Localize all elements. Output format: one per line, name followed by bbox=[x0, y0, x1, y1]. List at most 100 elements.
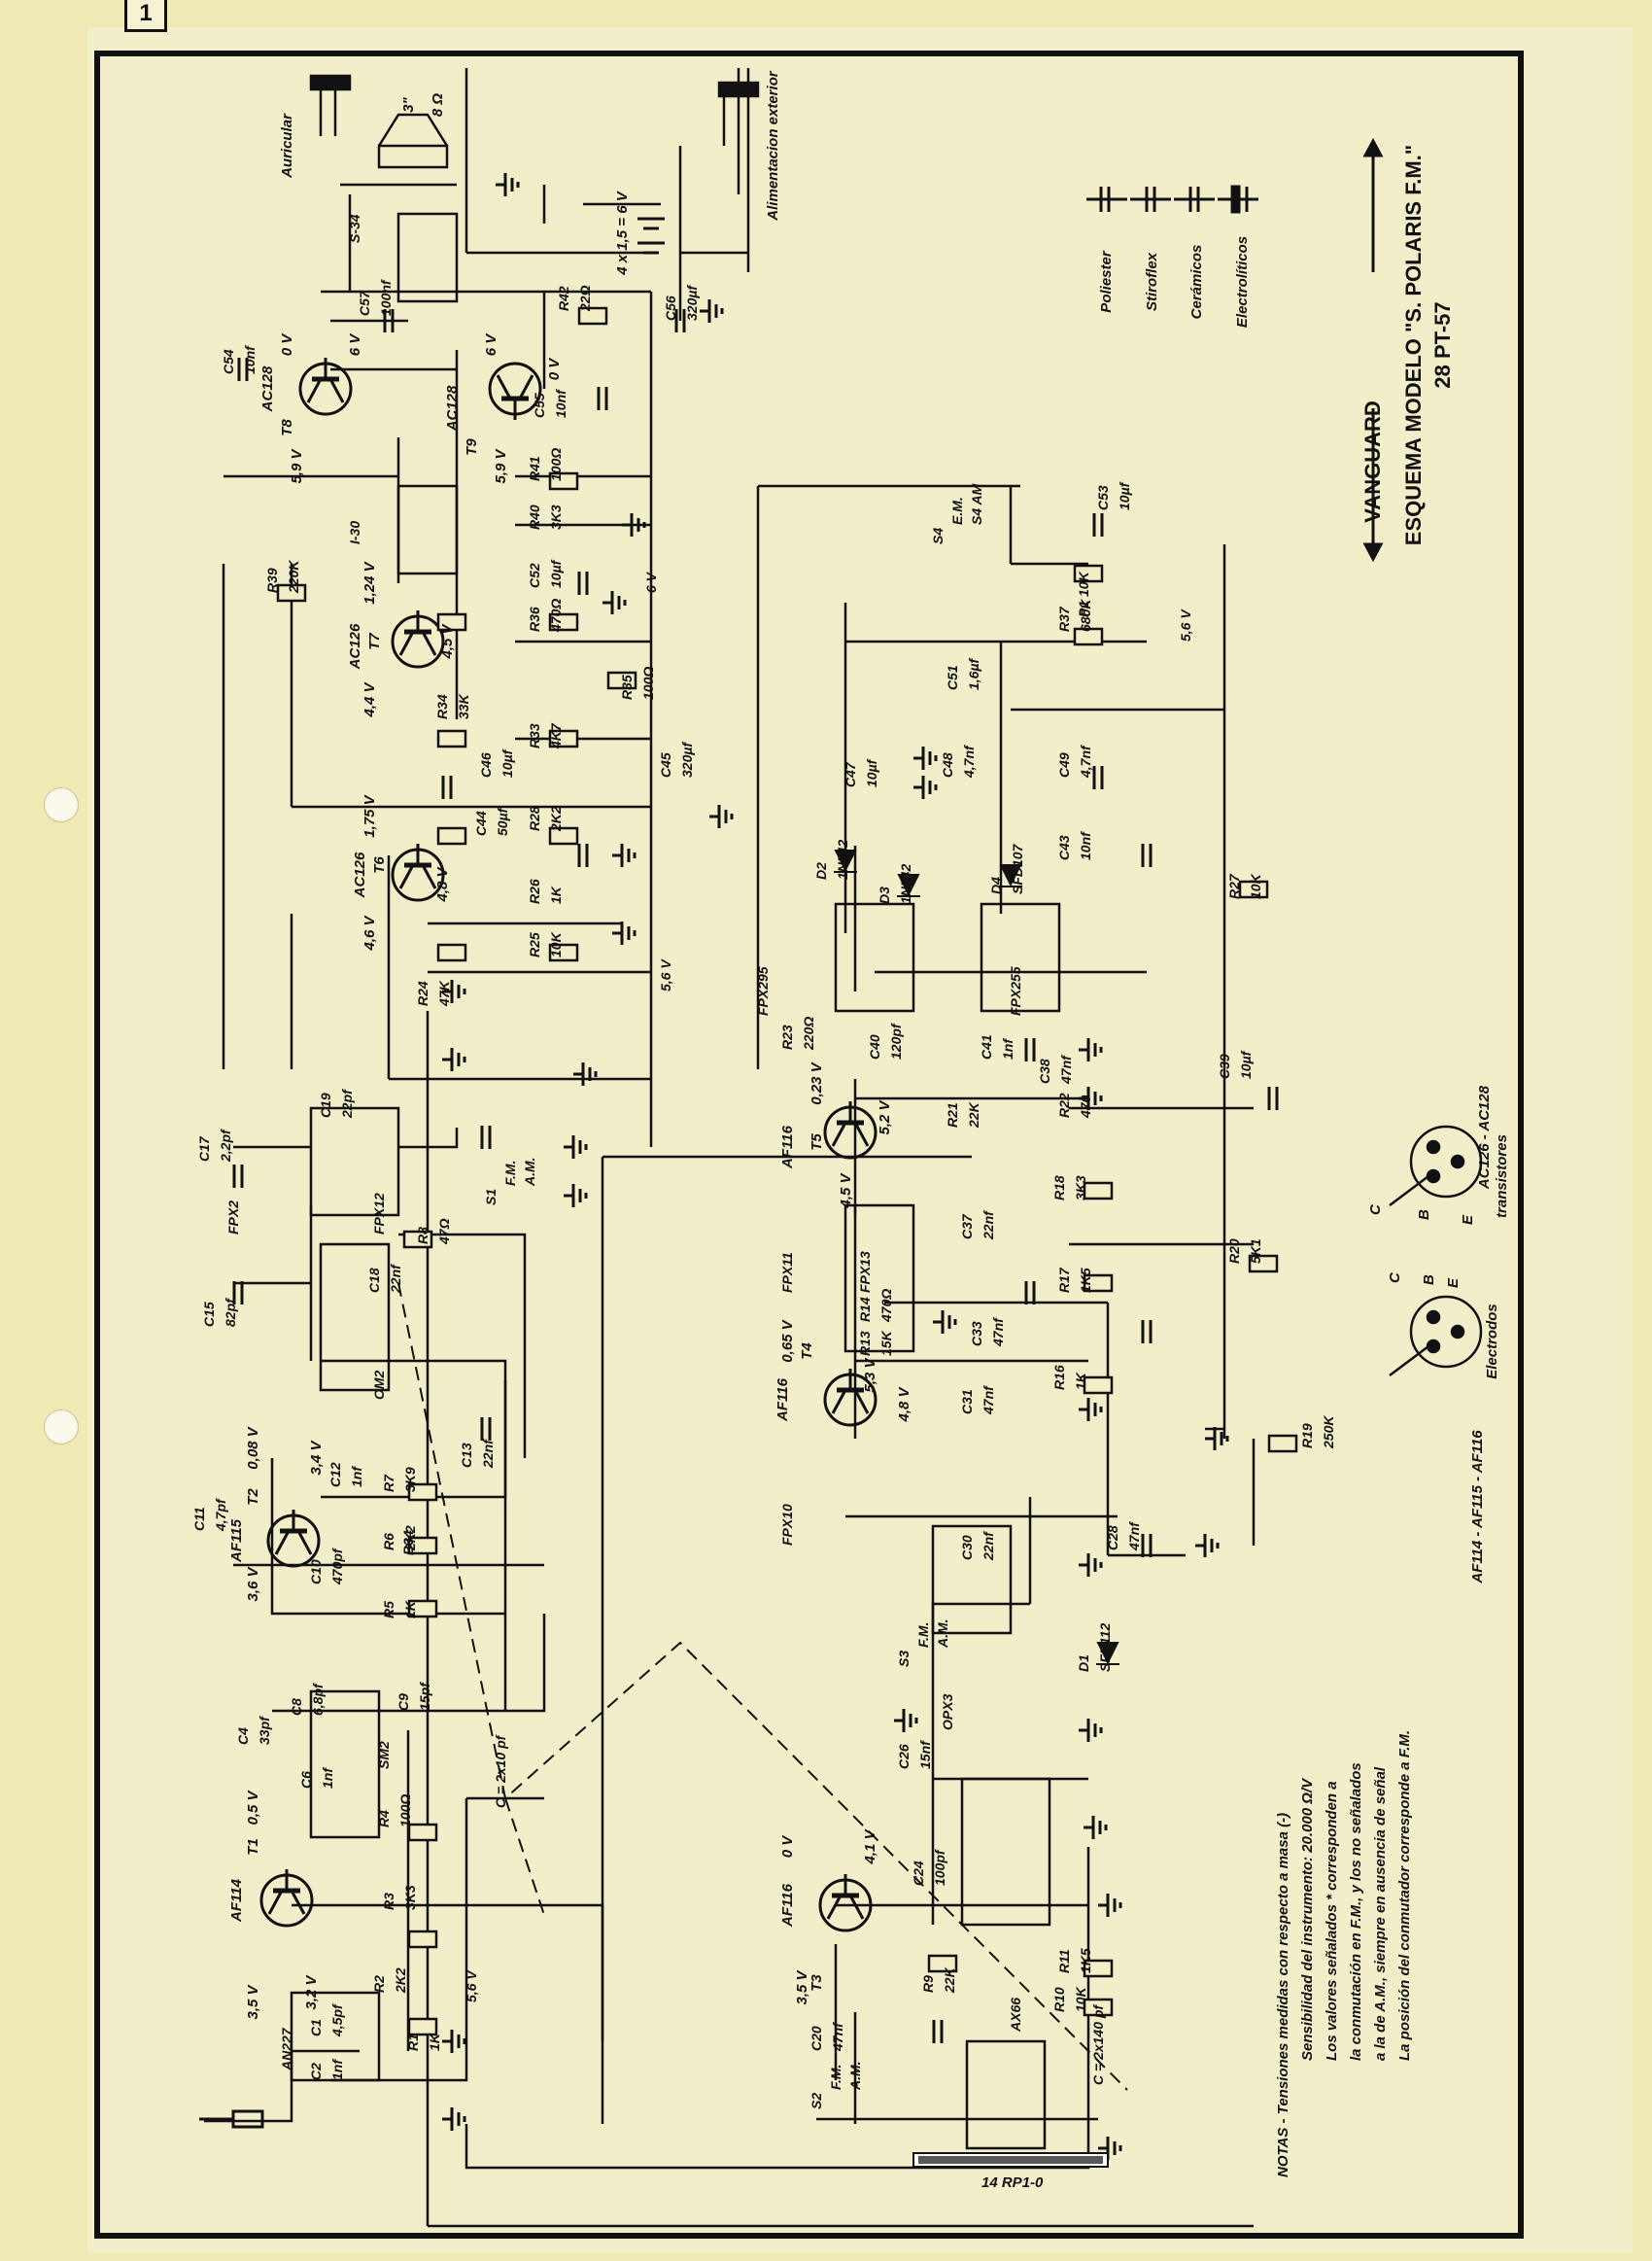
capacitor-c4-ref: C4 bbox=[235, 1727, 251, 1745]
misc-label-1: C = 2x140 pf bbox=[1090, 2004, 1106, 2085]
capacitor-c49-ref: C49 bbox=[1056, 752, 1072, 778]
capacitor-c15-ref: C15 bbox=[201, 1302, 217, 1327]
capacitor-c1-value: 4,5pf bbox=[329, 2003, 345, 2037]
title-arrows bbox=[1362, 137, 1384, 563]
coil-om2-label: OM2 bbox=[371, 1370, 387, 1400]
headphone-label: Auricular bbox=[279, 113, 295, 179]
capacitor-c13-ref: C13 bbox=[459, 1443, 474, 1468]
t5-v3: 4,5 V bbox=[838, 1171, 854, 1208]
t8-v2: 6 V bbox=[347, 332, 363, 357]
t6-ref: T6 bbox=[371, 856, 388, 874]
resistor-r35-ref: R35 bbox=[619, 675, 635, 700]
capacitor-c28-ref: C28 bbox=[1105, 1525, 1120, 1550]
coil-fpx2-label: FPX2 bbox=[225, 1200, 241, 1235]
resistor-r40-value: 3K3 bbox=[548, 504, 564, 530]
resistor-r23-ref: R23 bbox=[779, 1025, 795, 1050]
t6-v2: 4,8 V bbox=[434, 865, 451, 902]
resistor-r17-value: 1K5 bbox=[1078, 1268, 1093, 1293]
notes-block: NOTAS - Tensiones medidas con respecto a… bbox=[1275, 1730, 1413, 2177]
pinout-af-pin-b: B bbox=[1421, 1274, 1437, 1285]
capacitor-c28-value: 47nf bbox=[1126, 1521, 1142, 1551]
capacitor-c18-ref: C18 bbox=[366, 1268, 382, 1293]
resistor-r37-value: 680K bbox=[1078, 599, 1093, 632]
resistor-r6-value: 2K2 bbox=[402, 1525, 418, 1551]
coil-fpx10-label: FPX10 bbox=[779, 1504, 795, 1546]
diode-d2-type: 1N542 bbox=[835, 840, 850, 880]
resistor-r33-ref: R33 bbox=[527, 723, 542, 748]
schematic-border bbox=[94, 51, 1524, 2239]
pinout-ac-symbol bbox=[1389, 1125, 1483, 1206]
legend-poliester: Poliester bbox=[1098, 250, 1115, 313]
resistor-r37-ref: R37 bbox=[1056, 606, 1072, 632]
t2-type: AF115 bbox=[228, 1518, 245, 1563]
resistor-r19-ref: R19 bbox=[1299, 1423, 1315, 1448]
t4-v2: 5,3 V bbox=[862, 1356, 878, 1392]
resistor-r23-value: 220Ω bbox=[801, 1017, 816, 1051]
capacitor-c55-ref: C55 bbox=[532, 393, 547, 418]
t2-v2: 3,4 V bbox=[308, 1439, 325, 1475]
capacitor-c37-ref: C37 bbox=[959, 1213, 975, 1239]
coil-fpx12-label: FPX12 bbox=[371, 1193, 387, 1235]
pinout-ac-pin-c: C bbox=[1367, 1203, 1384, 1215]
resistor-r5-ref: R5 bbox=[381, 1601, 396, 1618]
capacitor-c13-value: 22nf bbox=[480, 1439, 496, 1469]
legend-stiroflex: Stiroflex bbox=[1144, 252, 1160, 311]
coil-sm2-label: SM2 bbox=[376, 1741, 392, 1769]
resistor-r14-value: 470Ω bbox=[878, 1289, 894, 1323]
diode-glyphs bbox=[834, 850, 1119, 1665]
capacitor-c39-ref: C39 bbox=[1217, 1054, 1232, 1079]
resistor-r22-value: 470 bbox=[1078, 1095, 1093, 1119]
capacitor-c51-value: 1,6µf bbox=[966, 657, 981, 690]
switch-s1-pos-0: F.M. bbox=[502, 1161, 518, 1186]
resistor-r18-ref: R18 bbox=[1051, 1175, 1067, 1200]
pinout-af-pin-e: E bbox=[1445, 1277, 1462, 1288]
switch-s3-ref: S3 bbox=[896, 1651, 912, 1667]
capacitor-c33-value: 47nf bbox=[990, 1317, 1006, 1347]
resistor-r24-value: 47K bbox=[436, 980, 452, 1007]
t3-v3: 3,5 V bbox=[794, 1968, 810, 2004]
resistor-r34-value: 33K bbox=[456, 693, 471, 719]
paper-panel bbox=[87, 27, 1633, 2253]
pinout-labels: AC126 - AC128 transistores C B E AF114 -… bbox=[1367, 1085, 1510, 1583]
resistor-r6-ref: R6 bbox=[381, 1533, 396, 1550]
legend-ceramicos: Cerámicos bbox=[1188, 245, 1205, 320]
t1-v2: 3,2 V bbox=[303, 1973, 320, 2009]
resistor-r9-value: 22K bbox=[942, 1966, 957, 1994]
capacitor-c53-value: 10µf bbox=[1117, 481, 1132, 510]
capacitor-legend: Poliester Stiroflex Cerámicos Electrolít… bbox=[1098, 236, 1251, 328]
capacitor-c4-value: 33pf bbox=[257, 1716, 272, 1745]
pinout-ac-type: AC126 - AC128 bbox=[1476, 1085, 1493, 1190]
capacitor-c38-ref: C38 bbox=[1037, 1059, 1052, 1084]
resistor-r22-ref: R22 bbox=[1056, 1093, 1072, 1118]
t9-v2: 6 V bbox=[483, 332, 499, 357]
resistor-r36-value: 470Ω bbox=[548, 599, 564, 633]
t3-ref: T3 bbox=[809, 1974, 825, 1992]
capacitor-c48-ref: C48 bbox=[940, 752, 955, 778]
capacitor-c9-ref: C9 bbox=[396, 1693, 411, 1711]
capacitor-c12-value: 1nf bbox=[349, 1466, 364, 1487]
switch-s2-pos-1: A.M. bbox=[847, 2061, 863, 2091]
t8-ref: T8 bbox=[279, 419, 295, 436]
resistor-r3-value: 3K3 bbox=[402, 1885, 418, 1910]
t7-v3: 4,4 V bbox=[361, 680, 378, 717]
resistor-r26-ref: R26 bbox=[527, 879, 542, 904]
capacitor-c51-ref: C51 bbox=[945, 665, 960, 690]
capacitor-c10-value: 470pf bbox=[329, 1548, 345, 1585]
capacitor-c38-value: 47nf bbox=[1058, 1055, 1074, 1085]
capacitor-c15-value: 82pf bbox=[223, 1298, 238, 1327]
capacitor-c6-value: 1nf bbox=[320, 1767, 335, 1789]
coil-an227-label: AN227 bbox=[279, 2027, 294, 2071]
capacitor-c31-ref: C31 bbox=[959, 1389, 975, 1414]
resistor-r1-ref: R1 bbox=[405, 2034, 421, 2051]
resistor-r41-value: 100Ω bbox=[548, 448, 564, 481]
resistor-r16-value: 1K bbox=[1073, 1372, 1088, 1390]
pinout-af-symbol bbox=[1389, 1295, 1483, 1376]
t2-v1: 0,08 V bbox=[245, 1425, 261, 1469]
capacitor-c54-value: 10nf bbox=[242, 345, 258, 374]
resistor-r41-ref: R41 bbox=[527, 456, 542, 481]
resistor-r3-ref: R3 bbox=[381, 1893, 396, 1910]
coil-fpx13-label: FPX13 bbox=[857, 1251, 873, 1293]
capacitor-c20-value: 47nf bbox=[830, 2022, 845, 2052]
